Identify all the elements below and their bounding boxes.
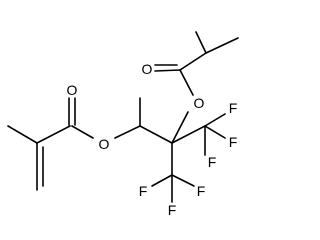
atom-f-left-cf3-bottom: F	[168, 202, 177, 218]
bond-isobutyrate-carbonyl-double-1	[154, 69, 181, 72]
bond-cf3-right-to-f-top	[204, 113, 226, 127]
bond-carbonyl-to-ester-oxygen	[71, 125, 94, 139]
bond-cf3-left-to-f-right	[171, 174, 195, 187]
bond-quaternary-to-central	[139, 125, 173, 144]
bond-cf3-left-to-f-left	[151, 174, 173, 187]
bond-isobutyrate-ch-to-methyl-up	[195, 31, 207, 54]
atom-labels: O O O O F F F F F F	[67, 61, 238, 218]
bond-vinyl-to-carbonyl-carbon	[36, 125, 71, 144]
bond-central-to-isobutyrate-oxygen	[171, 111, 189, 144]
bond-lines	[7, 31, 239, 203]
atom-f-right: F	[229, 134, 238, 150]
atom-o-ester-isobutyrate: O	[194, 95, 205, 111]
bond-central-to-cf3-right	[171, 125, 206, 144]
atom-f-left-cf3-right: F	[197, 183, 206, 199]
chemical-structure: O O O O F F F F F F	[7, 31, 239, 218]
bond-methyl-to-vinyl-carbon	[7, 125, 38, 144]
atom-o-carbonyl-methacrylate: O	[67, 82, 78, 98]
bond-isobutyrate-carbonyl-to-ch	[179, 52, 207, 71]
atom-o-ester-methacrylate: O	[99, 136, 110, 152]
bond-cf3-right-to-f-side	[204, 125, 226, 139]
bond-isobutyrate-oxygen-to-carbonyl	[179, 69, 194, 96]
bond-ester-oxygen-to-quaternary	[114, 125, 141, 139]
atom-o-carbonyl-isobutyrate: O	[142, 61, 153, 77]
bond-isobutyrate-ch-to-methyl-right	[205, 37, 239, 54]
atom-f-upper-right: F	[229, 100, 238, 116]
atom-f-left-cf3-left: F	[139, 183, 148, 199]
atom-f-right-bottom: F	[208, 154, 217, 170]
